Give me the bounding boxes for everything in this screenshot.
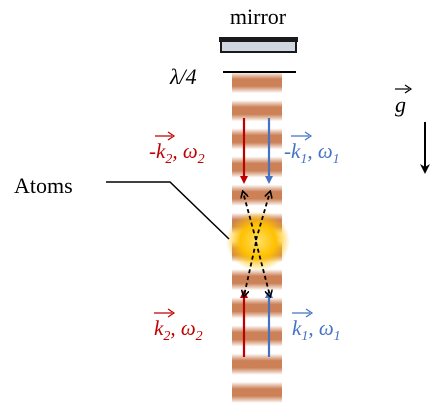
gravity-vector-arrowhead [404, 84, 413, 94]
down-blue-beam-label: -k1, ω1 [284, 131, 340, 167]
atoms-label: Atoms [14, 173, 73, 198]
mirror-label: mirror [230, 4, 287, 29]
svg-text:-k2, ω2: -k2, ω2 [149, 139, 205, 167]
vector-arrowhead [305, 308, 314, 318]
svg-text:-k1, ω1: -k1, ω1 [284, 139, 340, 167]
atom-cloud [226, 211, 290, 271]
vector-arrowhead [304, 131, 313, 141]
momentum-path-up-right [255, 192, 270, 241]
quarter-wave-label: λ/4 [169, 64, 197, 89]
momentum-path-down-right [255, 241, 270, 296]
vector-arrowhead [167, 131, 176, 141]
vector-arrowhead [167, 308, 176, 318]
svg-text:k2, ω2: k2, ω2 [154, 316, 203, 344]
svg-text:k1, ω1: k1, ω1 [292, 316, 341, 344]
gravity-label: g [395, 92, 406, 117]
mirror-frame-top [219, 37, 298, 42]
up-blue-beam-label: k1, ω1 [292, 308, 341, 344]
momentum-path-up-left [243, 192, 257, 241]
gravity-indicator: g [395, 84, 430, 174]
atoms-leader-line [106, 181, 230, 240]
down-red-beam-label: -k2, ω2 [149, 131, 205, 167]
up-red-beam-label: k2, ω2 [154, 308, 203, 344]
momentum-path-down-left [244, 241, 257, 296]
